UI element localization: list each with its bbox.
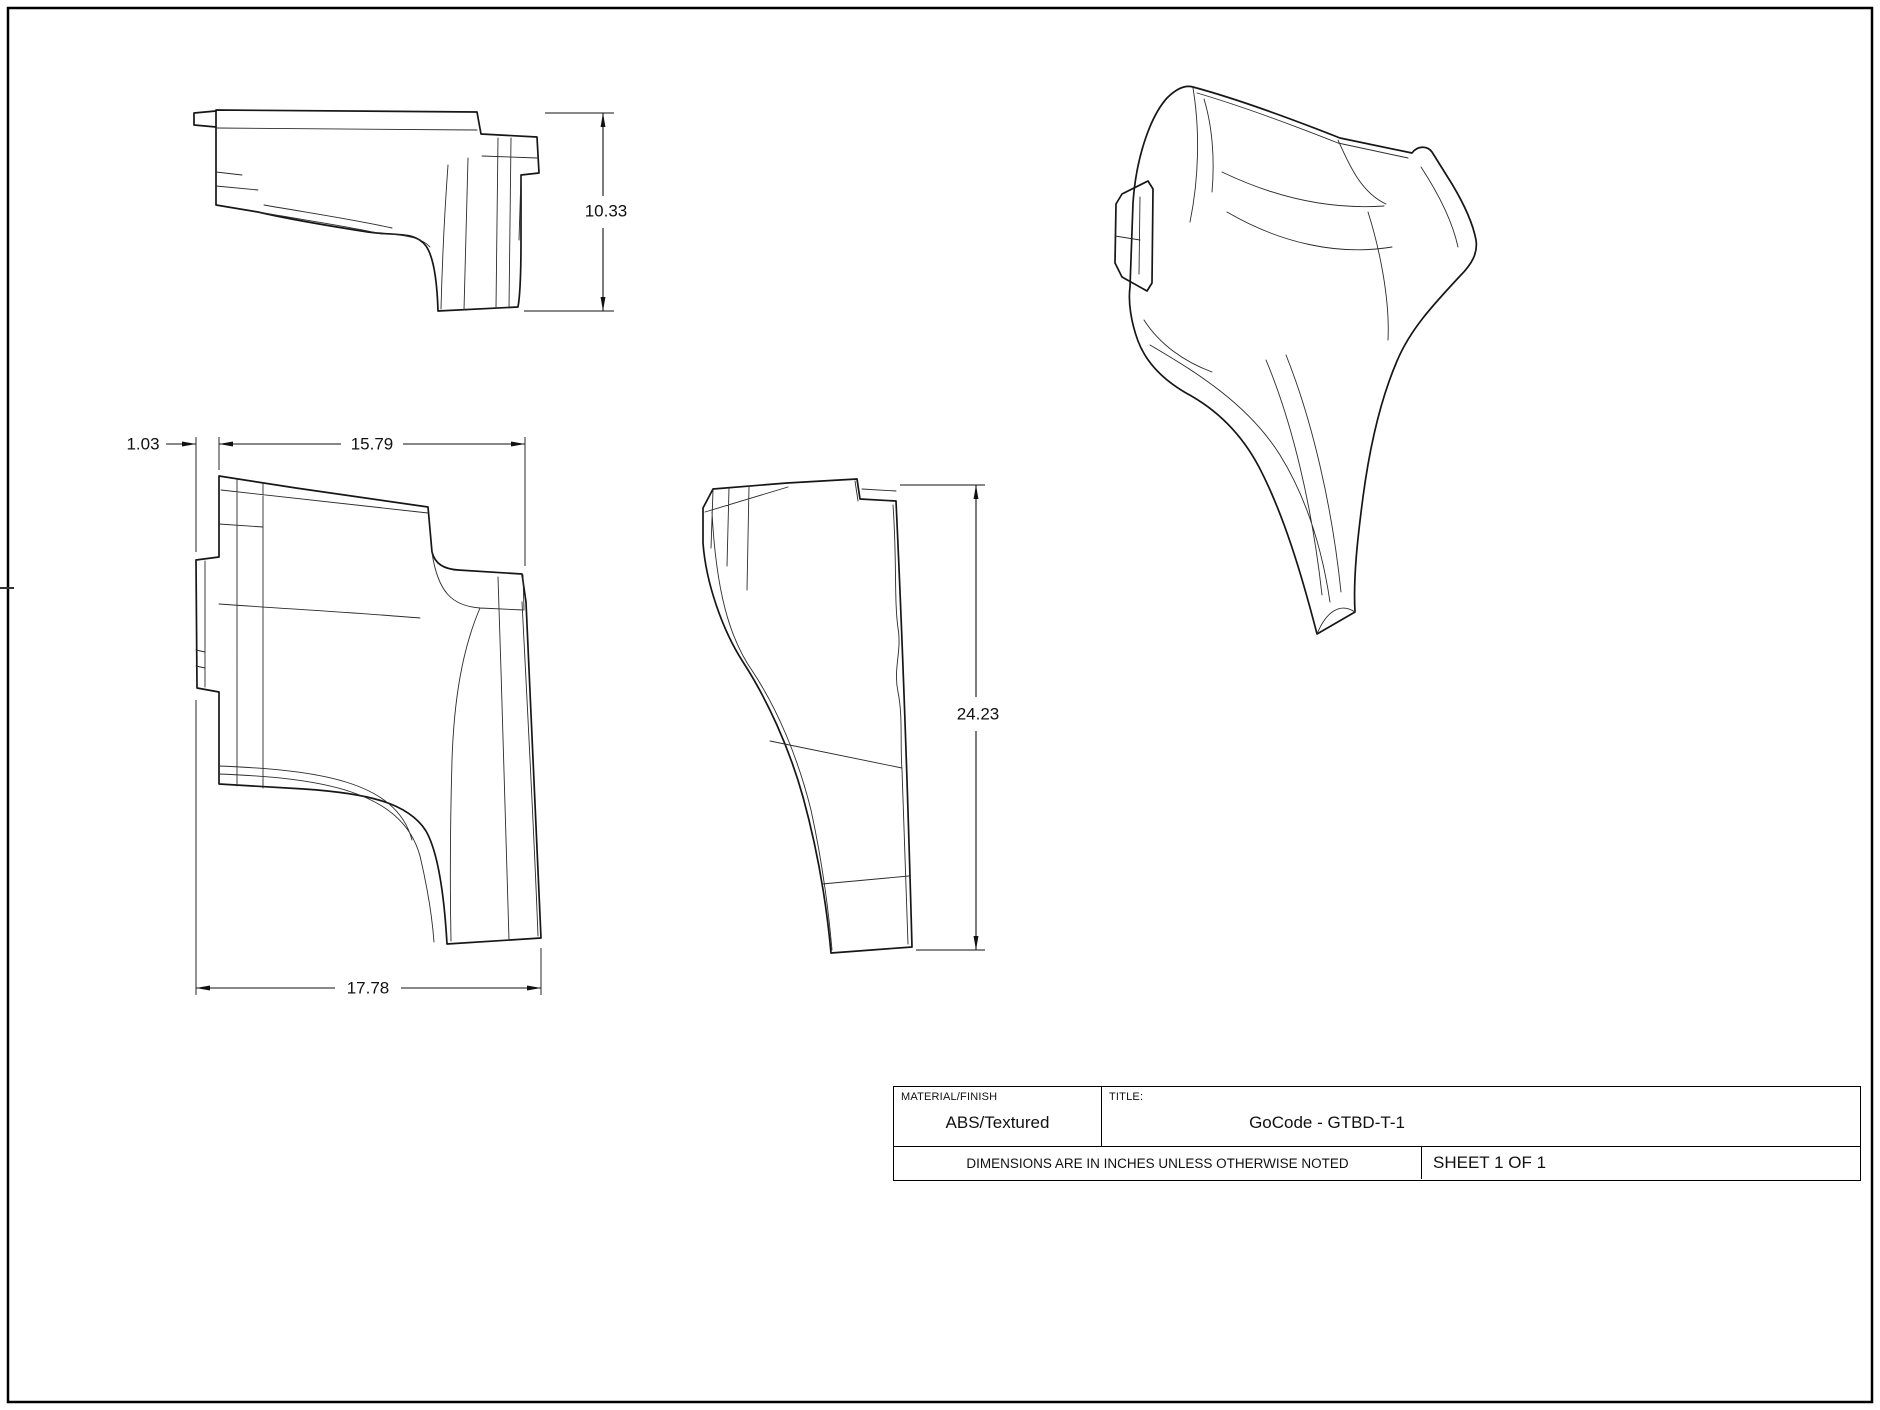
profile-view xyxy=(702,478,913,954)
title-block: MATERIAL/FINISH ABS/Textured TITLE: GoCo… xyxy=(893,1086,1861,1181)
dim-overall-height: 24.23 xyxy=(900,484,1000,951)
front-view xyxy=(195,475,542,945)
dim-front-top: 1.03 15.79 xyxy=(126,435,526,566)
dim-front-top-ext xyxy=(195,437,526,566)
dim-front-top-text: 15.79 xyxy=(351,435,394,454)
material-value: ABS/Textured xyxy=(945,1113,1050,1132)
title-block-top-row: MATERIAL/FINISH ABS/Textured TITLE: GoCo… xyxy=(894,1087,1860,1147)
isometric-view-tab xyxy=(1114,180,1154,292)
front-view-contours xyxy=(195,478,539,943)
title-block-bottom-row: DIMENSIONS ARE IN INCHES UNLESS OTHERWIS… xyxy=(894,1147,1860,1179)
material-cell: MATERIAL/FINISH ABS/Textured xyxy=(894,1087,1102,1146)
side-view xyxy=(193,109,540,312)
side-view-tab xyxy=(193,110,217,128)
isometric-view xyxy=(1114,85,1478,635)
dim-front-bottom-text: 17.78 xyxy=(347,979,390,998)
sheet-border xyxy=(6,6,1874,1404)
dim-overall-height-text: 24.23 xyxy=(957,705,1000,724)
title-value: GoCode - GTBD-T-1 xyxy=(1249,1113,1405,1132)
side-view-contours xyxy=(215,127,538,311)
dim-front-offset-text: 1.03 xyxy=(126,435,159,454)
side-view-outline xyxy=(215,109,540,312)
sheet-label: SHEET 1 OF 1 xyxy=(1433,1153,1547,1172)
dim-front-bottom: 17.78 xyxy=(195,700,542,998)
dim-side-height-text: 10.33 xyxy=(585,202,628,221)
isometric-view-outline xyxy=(1128,85,1478,635)
dim-front-bottom-ext xyxy=(195,700,542,995)
isometric-view-contours xyxy=(1114,87,1459,635)
front-view-outline xyxy=(195,475,542,945)
units-note: DIMENSIONS ARE IN INCHES UNLESS OTHERWIS… xyxy=(894,1147,1422,1179)
material-label: MATERIAL/FINISH xyxy=(901,1091,998,1103)
profile-view-contours xyxy=(704,480,910,951)
dim-overall-height-ext xyxy=(900,484,985,951)
dim-side-height: 10.33 xyxy=(524,112,628,312)
title-cell: TITLE: GoCode - GTBD-T-1 xyxy=(1102,1087,1860,1146)
title-label: TITLE: xyxy=(1109,1091,1144,1103)
profile-view-outline xyxy=(702,478,913,954)
